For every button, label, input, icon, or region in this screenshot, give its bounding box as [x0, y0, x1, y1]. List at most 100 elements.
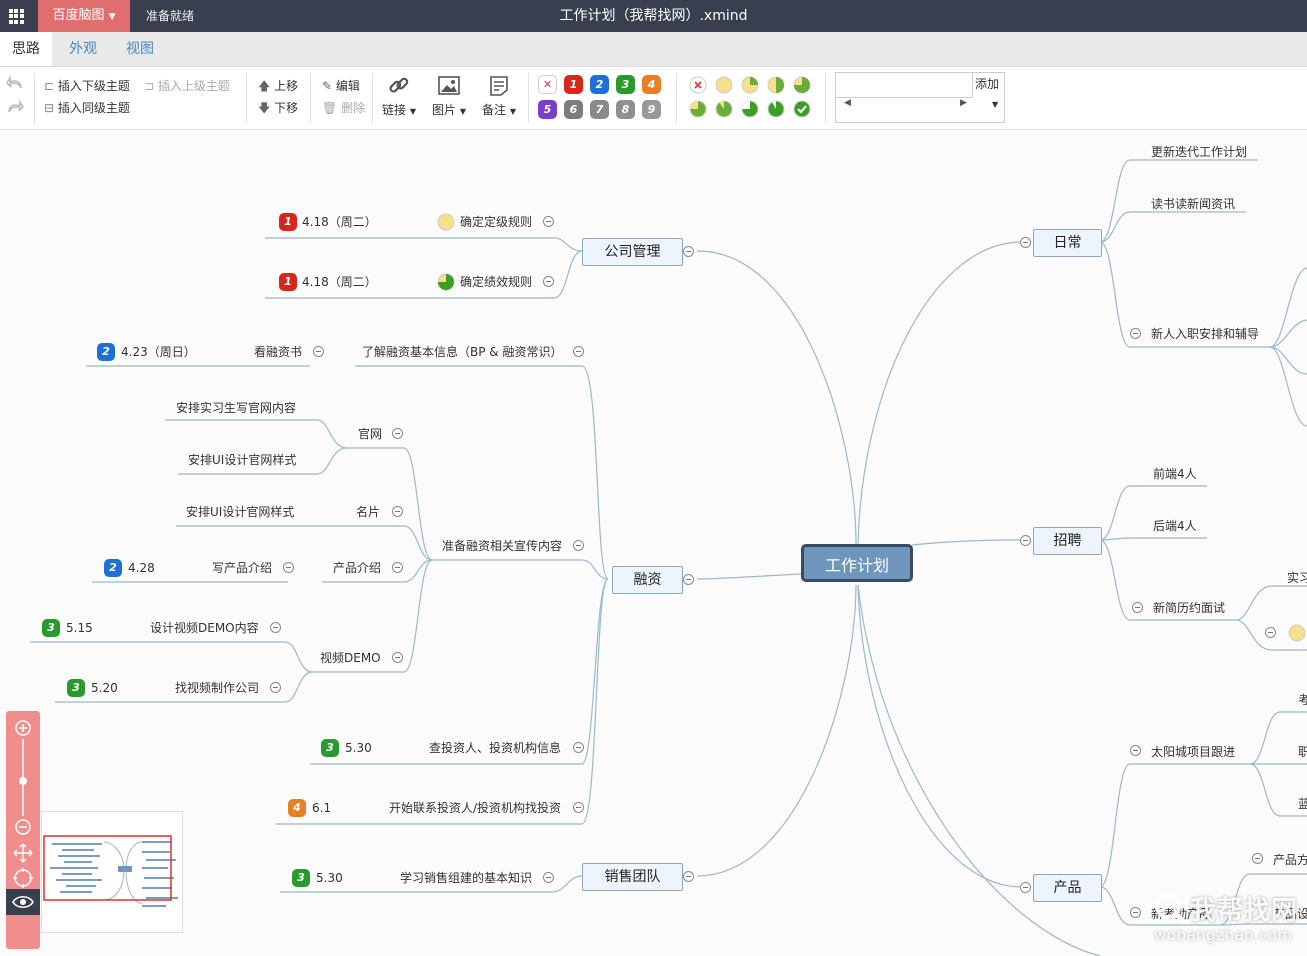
priority-7-button[interactable]: 7: [590, 100, 609, 119]
mindmap-canvas[interactable]: 工作计划 公司管理 日常 招聘 融资 销售团队 产品 1 4.18（周二） 确定…: [0, 130, 1307, 956]
brand-menu-button[interactable]: 百度脑图 ▼: [38, 0, 130, 32]
remove-progress-icon[interactable]: [689, 76, 707, 94]
collapse-icon[interactable]: [283, 562, 294, 573]
task-read-financing-book[interactable]: 看融资书: [254, 345, 303, 359]
priority-3-button[interactable]: 3: [616, 75, 635, 94]
collapse-icon[interactable]: [1130, 907, 1141, 918]
task-financing-basics[interactable]: 了解融资基本信息（BP & 融资常识）: [362, 345, 563, 359]
branch-daily[interactable]: 日常: [1033, 229, 1102, 257]
undo-icon[interactable]: [6, 75, 24, 91]
task-ui-website-style[interactable]: 安排UI设计官网样式: [188, 453, 297, 467]
delete-button[interactable]: 🗑 删除: [322, 99, 365, 116]
collapse-icon[interactable]: [270, 622, 281, 633]
insert-child-button[interactable]: ⊏ 插入下级主题: [44, 77, 130, 94]
move-down-button[interactable]: 🡇 下移: [258, 99, 298, 120]
note-button[interactable]: 备注 ▼: [477, 75, 521, 118]
task-date[interactable]: 4.28: [128, 561, 155, 575]
task-onboarding[interactable]: 新人入职安排和辅导: [1151, 327, 1260, 341]
task-contact-investors[interactable]: 开始联系投资人/投资机构找投资: [389, 801, 562, 815]
collapse-icon[interactable]: [573, 742, 584, 753]
tab-appearance[interactable]: 外观: [69, 41, 97, 57]
collapse-icon[interactable]: [1132, 602, 1143, 613]
zoom-in-icon[interactable]: [15, 720, 31, 736]
task-ui-card-style[interactable]: 安排UI设计官网样式: [186, 505, 295, 519]
priority-8-button[interactable]: 8: [616, 100, 635, 119]
task-business-card[interactable]: 名片: [356, 505, 381, 519]
task-design-video-content[interactable]: 设计视频DEMO内容: [150, 621, 259, 635]
task-find-video-company[interactable]: 找视频制作公司: [175, 681, 260, 695]
progress-3-icon[interactable]: [793, 76, 811, 94]
remove-priority-button[interactable]: ✕: [538, 75, 557, 94]
branch-recruiting[interactable]: 招聘: [1033, 527, 1102, 555]
priority-1-button[interactable]: 1: [564, 75, 583, 94]
task-date[interactable]: 5.30: [316, 871, 343, 885]
redo-icon[interactable]: [6, 99, 24, 115]
progress-5-icon[interactable]: [715, 100, 733, 118]
scroll-left-icon[interactable]: ◀: [844, 98, 851, 108]
move-canvas-icon[interactable]: [13, 843, 33, 863]
task-schedule-interviews[interactable]: 新简历约面试: [1153, 601, 1226, 615]
priority-2-button[interactable]: 2: [590, 75, 609, 94]
task-date[interactable]: 5.30: [345, 741, 372, 755]
add-resource-button[interactable]: 添加: [974, 77, 999, 91]
collapse-icon[interactable]: [1020, 535, 1031, 546]
collapse-icon[interactable]: [573, 802, 584, 813]
tab-view[interactable]: 视图: [126, 41, 154, 57]
task-date[interactable]: 4.23（周日）: [121, 345, 196, 359]
zoom-out-icon[interactable]: [15, 819, 31, 835]
task-product-intro[interactable]: 产品介绍: [333, 561, 382, 575]
task-write-product-intro[interactable]: 写产品介绍: [212, 561, 273, 575]
task-date[interactable]: 5.20: [91, 681, 118, 695]
eye-icon[interactable]: [12, 895, 34, 909]
apps-grid-icon[interactable]: [0, 0, 32, 32]
minimap[interactable]: [41, 811, 183, 933]
task-learn-sales[interactable]: 学习销售组建的基本知识: [400, 871, 533, 885]
collapse-icon[interactable]: [543, 216, 554, 227]
collapse-icon[interactable]: [683, 871, 694, 882]
dropdown-caret-icon[interactable]: ▼: [992, 100, 999, 109]
task-intern-website-content[interactable]: 安排实习生写官网内容: [176, 401, 297, 415]
collapse-icon[interactable]: [543, 276, 554, 287]
root-topic[interactable]: 工作计划: [801, 544, 913, 582]
priority-9-button[interactable]: 9: [642, 100, 661, 119]
move-up-button[interactable]: 🡅 上移: [258, 77, 298, 98]
collapse-icon[interactable]: [1130, 328, 1141, 339]
progress-1-icon[interactable]: [741, 76, 759, 94]
priority-4-button[interactable]: 4: [642, 75, 661, 94]
collapse-icon[interactable]: [392, 428, 403, 439]
collapse-icon[interactable]: [543, 872, 554, 883]
collapse-icon[interactable]: [573, 540, 584, 551]
progress-0-icon[interactable]: [715, 76, 733, 94]
task-frontend-hiring[interactable]: 前端4人: [1153, 467, 1197, 481]
edit-button[interactable]: ✎ 编辑: [322, 77, 360, 94]
collapse-icon[interactable]: [270, 682, 281, 693]
task-sun-city-project[interactable]: 太阳城项目跟进: [1151, 745, 1236, 759]
collapse-icon[interactable]: [1020, 237, 1031, 248]
priority-6-button[interactable]: 6: [564, 100, 583, 119]
task-intern[interactable]: 实习: [1287, 571, 1307, 585]
task-website[interactable]: 官网: [358, 427, 383, 441]
resource-input[interactable]: [836, 73, 973, 98]
link-button[interactable]: 链接 ▼: [377, 75, 421, 118]
branch-product[interactable]: 产品: [1033, 874, 1102, 902]
task-date[interactable]: 5.15: [66, 621, 93, 635]
collapse-icon[interactable]: [1130, 745, 1141, 756]
collapse-icon[interactable]: [683, 246, 694, 257]
task-date[interactable]: 4.18（周二）: [302, 275, 377, 289]
task-video-demo[interactable]: 视频DEMO: [320, 651, 381, 665]
branch-company-management[interactable]: 公司管理: [582, 238, 683, 266]
task-truncated[interactable]: 蓝: [1298, 797, 1307, 811]
collapse-icon[interactable]: [1252, 853, 1263, 864]
collapse-icon[interactable]: [313, 346, 324, 357]
task-backend-hiring[interactable]: 后端4人: [1153, 519, 1197, 533]
task-truncated[interactable]: 职: [1298, 745, 1307, 759]
branch-sales-team[interactable]: 销售团队: [582, 863, 683, 891]
collapse-icon[interactable]: [1265, 627, 1276, 638]
progress-7-icon[interactable]: [767, 100, 785, 118]
progress-4-icon[interactable]: [689, 100, 707, 118]
progress-2-icon[interactable]: [767, 76, 785, 94]
priority-5-button[interactable]: 5: [538, 100, 557, 119]
task-define-levels[interactable]: 确定定级规则: [460, 215, 533, 229]
progress-6-icon[interactable]: [741, 100, 759, 118]
locate-root-icon[interactable]: [14, 869, 32, 887]
